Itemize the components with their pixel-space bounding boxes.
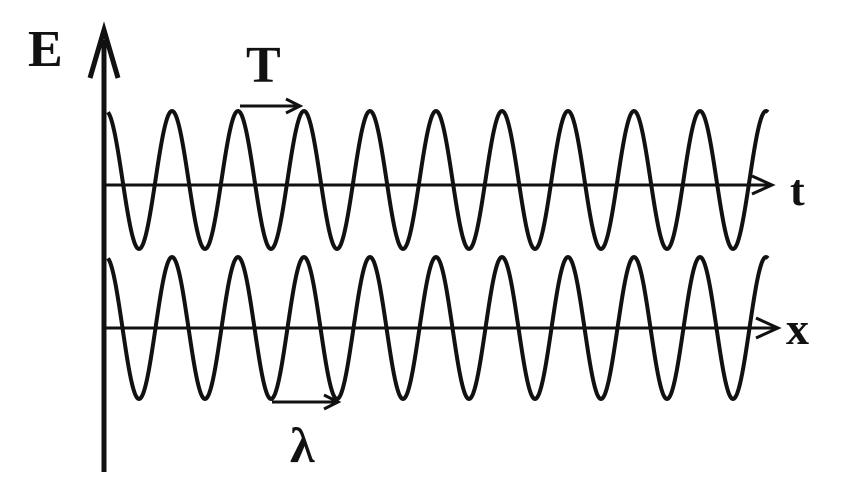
x-axis-label: x [786, 303, 809, 354]
t-axis-label: t [790, 166, 805, 215]
space-wave [106, 255, 770, 401]
time-wave [106, 109, 770, 251]
x-axis-arrowhead [755, 316, 782, 340]
wavelength-arrowhead [323, 393, 342, 411]
e-axis-arrowhead [87, 21, 121, 79]
period-label: T [246, 37, 281, 94]
period-arrowhead [285, 97, 304, 115]
wavelength-label: λ [290, 417, 315, 473]
t-axis-arrowhead [751, 174, 776, 196]
e-axis-label: E [28, 21, 63, 78]
